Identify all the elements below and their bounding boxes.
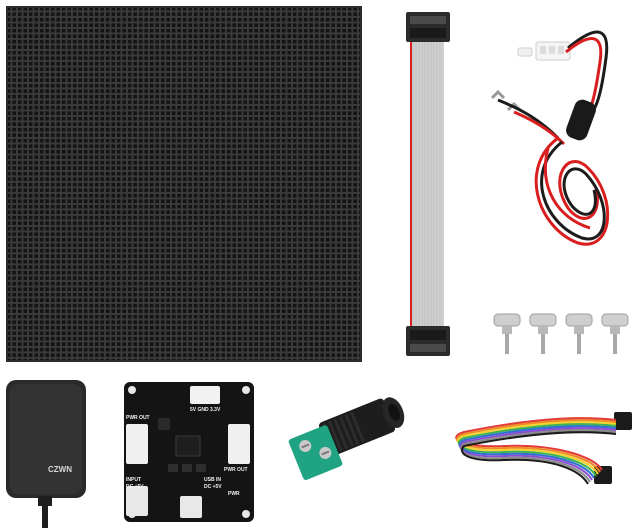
label-pwr-out-left: PWR OUT: [126, 415, 150, 421]
label-usb-in: USB IN: [204, 477, 221, 483]
screw-icon: [601, 313, 629, 354]
label-pwr-out-right: PWR OUT: [224, 467, 248, 473]
mounting-screws: [490, 312, 630, 360]
screw-icon: [565, 313, 593, 354]
label-pwr: PWR: [228, 491, 240, 497]
ribbon-cable-gray: [400, 10, 456, 358]
label-input-spec: DC +5V: [126, 484, 144, 490]
power-cable-red-black: [478, 18, 618, 258]
power-adapter: CZWN: [4, 378, 88, 528]
ribbon-cable-rainbow: [444, 406, 636, 490]
label-input: INPUT: [126, 477, 141, 483]
screw-icon: [529, 313, 557, 354]
dc-jack-terminal: [288, 388, 426, 498]
label-pins: 5V GND 3.3V: [190, 407, 221, 413]
screw-icon: [493, 313, 521, 354]
adapter-logo: CZWN: [48, 465, 72, 474]
label-usb-spec: DC +5V: [204, 484, 222, 490]
led-matrix-panel: [6, 6, 362, 362]
driver-board: PWR OUT 5V GND 3.3V PWR OUT INPUT DC +5V…: [124, 382, 254, 522]
